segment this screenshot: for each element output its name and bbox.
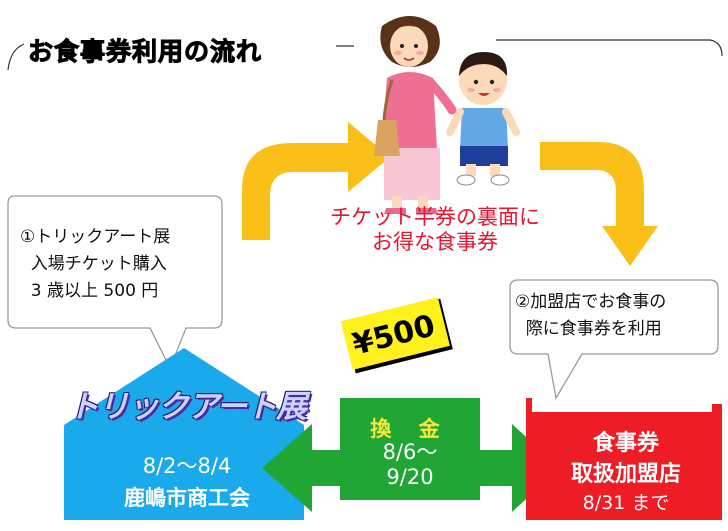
member-shop-label: 取扱加盟店 <box>570 462 681 487</box>
arrow-to-family <box>242 122 390 240</box>
frame-line-right <box>496 39 723 57</box>
frame-line-left <box>7 43 25 71</box>
step2-text: ②加盟店でお食事の 際に食事券を利用 <box>515 292 667 339</box>
caption-line-1: チケット半券の裏面に <box>330 205 540 229</box>
voucher-label: 食事券 <box>592 431 659 456</box>
red-house <box>526 398 722 520</box>
speech-bubble-left <box>7 195 223 370</box>
ticket-caption: チケット半券の裏面に お得な食事券 <box>300 205 570 255</box>
speech-bubble-right <box>509 279 719 400</box>
family-illustration <box>374 16 520 214</box>
venue-name: 鹿嶋市商工会 <box>124 486 250 510</box>
page-title: お食事券利用の流れ <box>27 37 263 67</box>
exchange-date-from: 8/6～ <box>382 440 438 464</box>
exchange-box <box>340 398 480 500</box>
arrow-to-shop <box>540 142 658 266</box>
boy-figure <box>446 52 520 186</box>
exchange-label: 換 金 <box>370 417 450 441</box>
blue-house <box>64 348 304 520</box>
trick-art-logo: トリックアート展 <box>67 389 307 425</box>
caption-line-2: お得な食事券 <box>372 230 498 254</box>
mother-figure <box>374 16 457 214</box>
exchange-date-to: 9/20 <box>386 465 434 489</box>
step1-text: ①トリックアート展 入場チケット購入 3 歳以上 500 円 <box>20 227 171 301</box>
valid-until: 8/31 まで <box>582 492 670 514</box>
event-dates: 8/2～8/4 <box>142 454 232 478</box>
price-badge-shape <box>340 297 453 374</box>
